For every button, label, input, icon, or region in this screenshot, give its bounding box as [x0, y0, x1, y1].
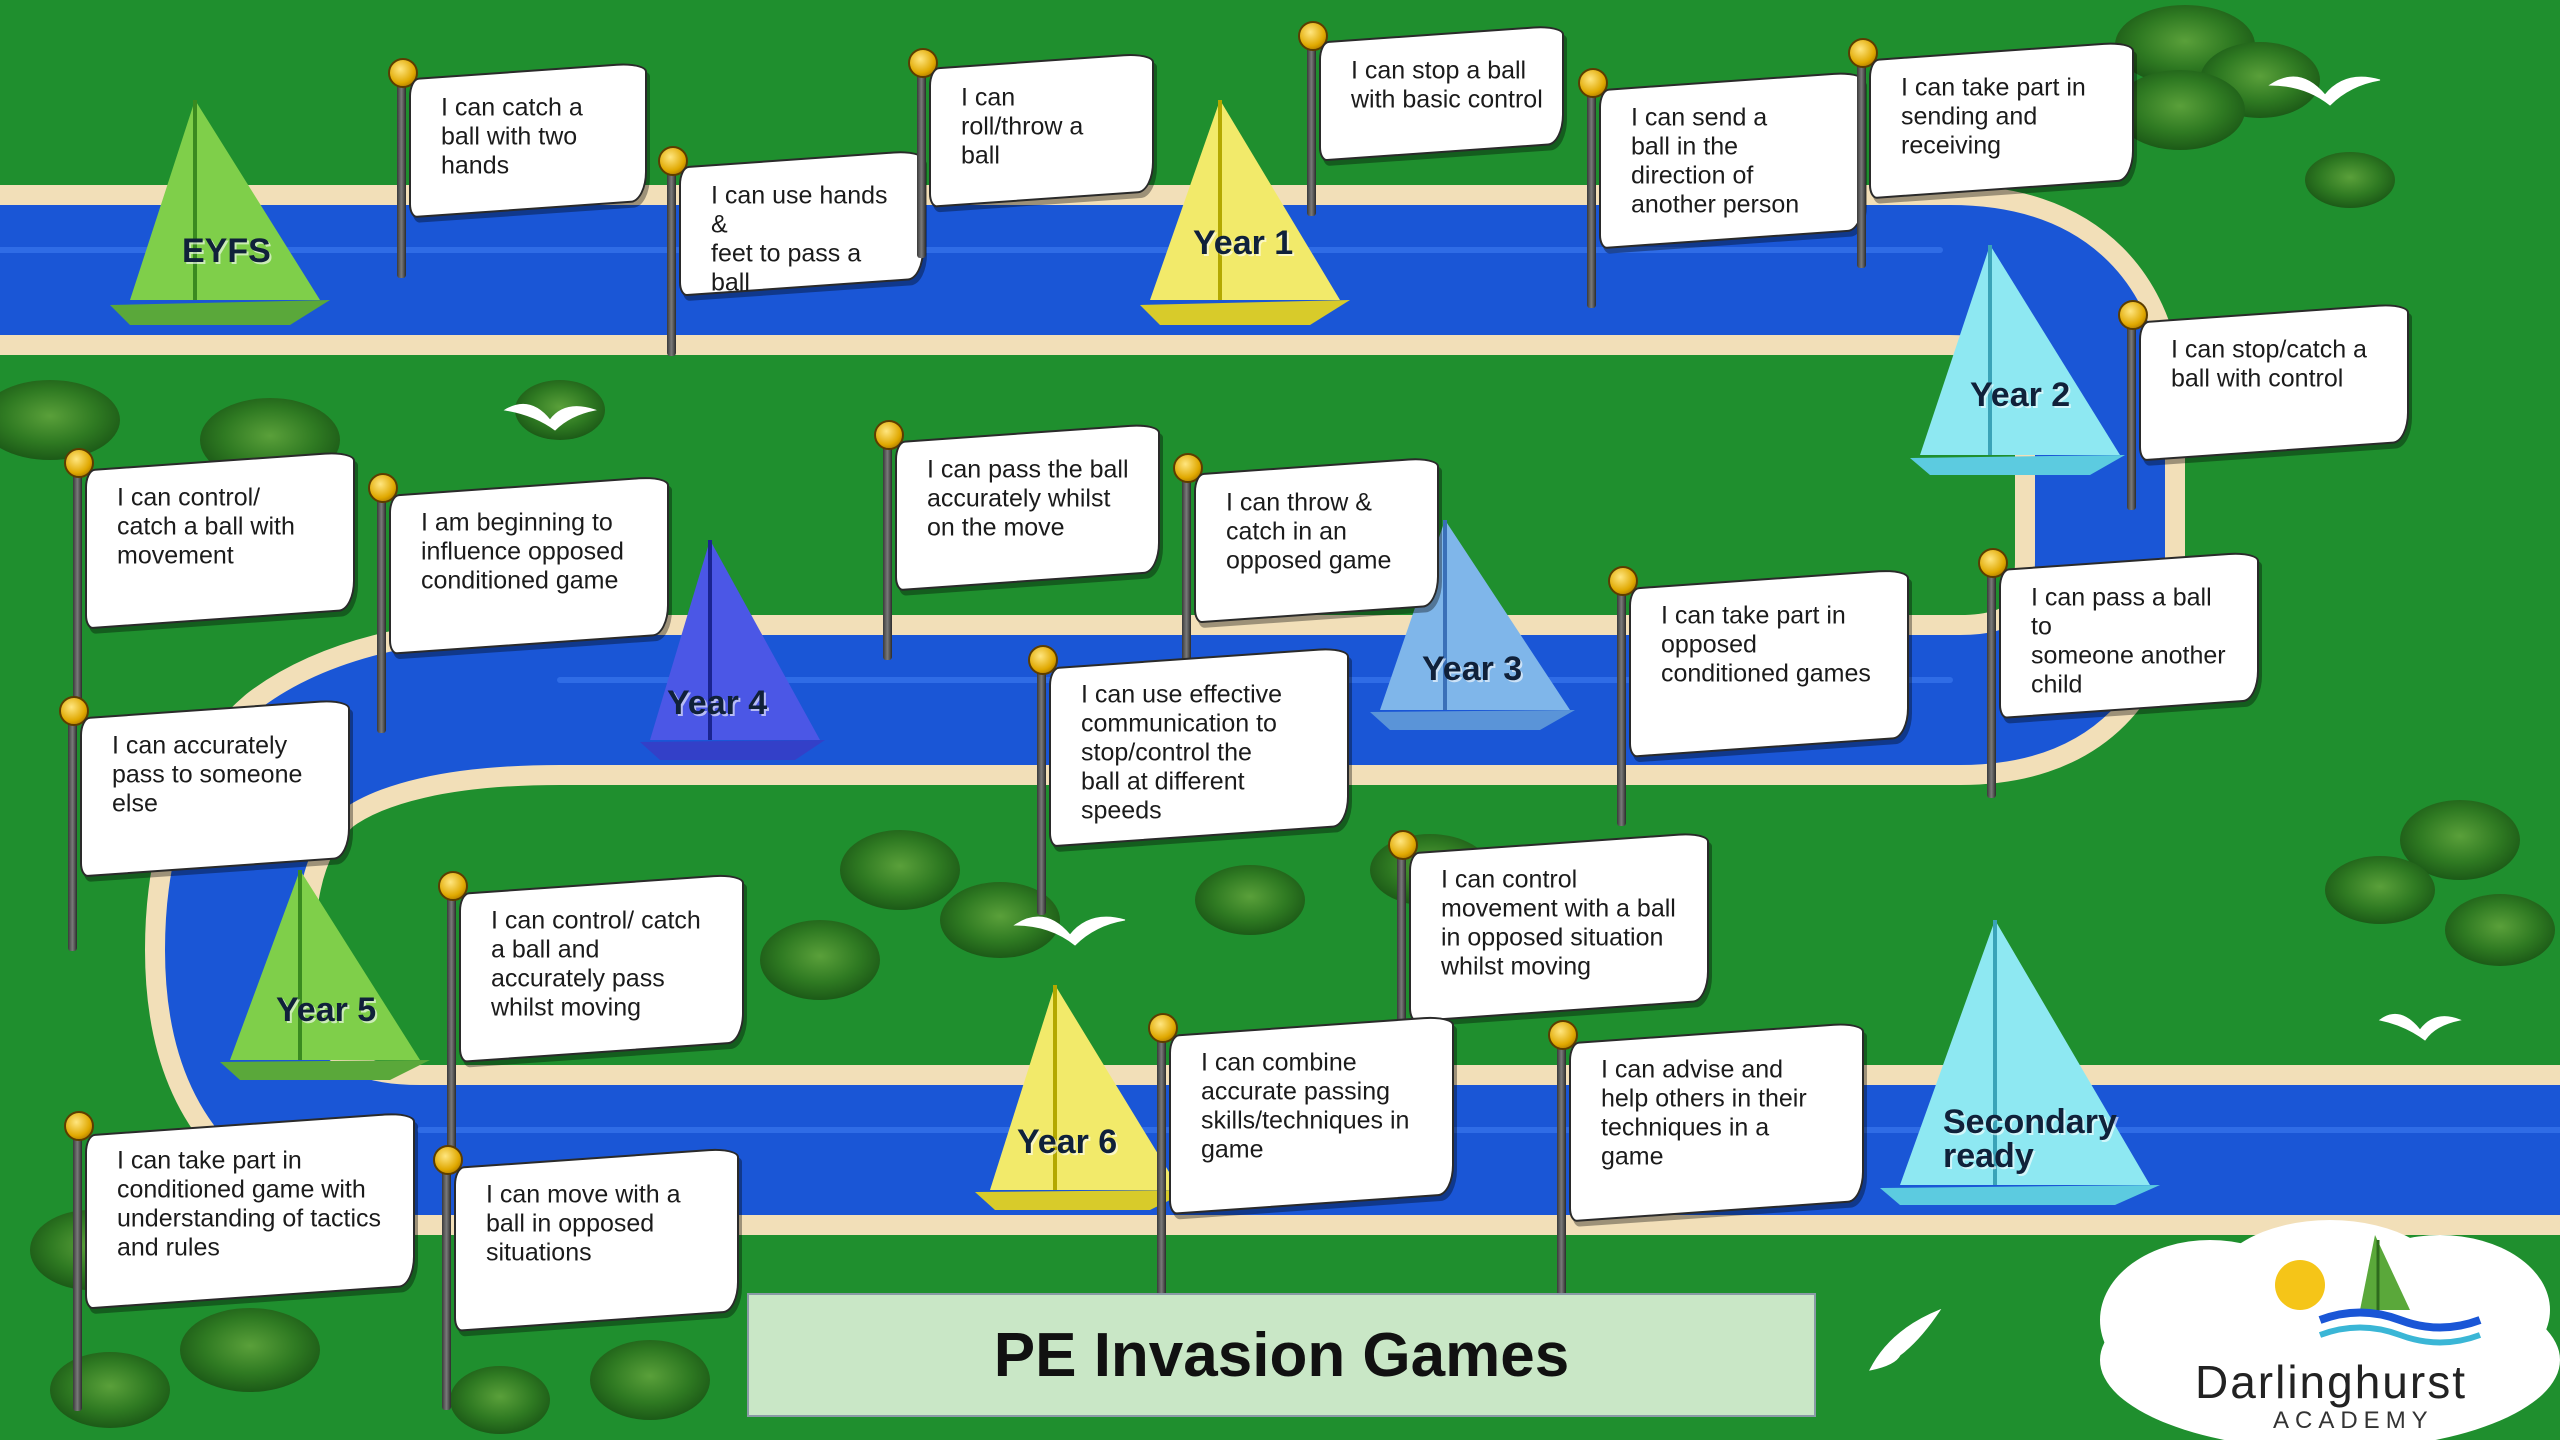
sailboat-year-3	[1370, 520, 1575, 730]
flag-text: I can control/ catch a ball and accurate…	[491, 906, 701, 1022]
flag-knob-icon	[1548, 1020, 1578, 1050]
seagulls	[503, 76, 2462, 1371]
boat-label-year-3: Year 3	[1422, 650, 1523, 688]
logo-cloud	[2100, 1220, 2560, 1440]
sailboat-secondary-ready	[1880, 920, 2160, 1205]
sailboat-year-1	[1140, 100, 1350, 325]
flag-text: I can accurately pass to someone else	[112, 731, 303, 818]
sailboat-year-5	[220, 870, 430, 1080]
boat-label-year-4: Year 4	[667, 684, 768, 722]
flag-text: I can move with a ball in opposed situat…	[486, 1180, 681, 1267]
flag-text: I can combine accurate passing skills/te…	[1201, 1048, 1410, 1164]
flag-knob-icon	[433, 1145, 463, 1175]
sailboat-year-4	[640, 540, 825, 760]
flag-text: I can send a ball in the direction of an…	[1631, 103, 1800, 219]
boat-label-secondary-ready: Secondary ready	[1943, 1103, 2117, 1175]
sailboat-year-6	[975, 985, 1190, 1210]
logo-name: Darlinghurst	[2195, 1356, 2467, 1408]
logo-subtitle: ACADEMY	[2273, 1407, 2434, 1434]
flag-text: I can take part in opposed conditioned g…	[1661, 601, 1871, 688]
flag-text: I can roll/throw a ball	[961, 83, 1084, 170]
flag-knob-icon	[658, 146, 688, 176]
sun-icon	[2275, 1260, 2325, 1310]
flag-text: I can advise and help others in their te…	[1601, 1055, 1807, 1171]
page-title-box: PE Invasion Games	[747, 1293, 1816, 1417]
sailboats	[110, 100, 2160, 1210]
page-title: PE Invasion Games	[993, 1320, 1570, 1390]
boat-label-year-2: Year 2	[1970, 376, 2071, 414]
flag-text: I can use hands & feet to pass a ball	[711, 181, 888, 297]
flag-text: I can control/ catch a ball with movemen…	[117, 483, 295, 570]
sailboat-eyfs	[110, 100, 330, 325]
flag-text: I can take part in conditioned game with…	[117, 1146, 382, 1262]
flag-text: I can use effective communication to sto…	[1081, 680, 1283, 825]
boat-label-year-1: Year 1	[1193, 224, 1294, 262]
flag-text: I can throw & catch in an opposed game	[1226, 488, 1392, 575]
flag-text: I am beginning to influence opposed cond…	[421, 508, 624, 595]
boat-label-year-5: Year 5	[276, 991, 377, 1029]
boat-label-eyfs: EYFS	[182, 232, 271, 270]
boat-label-year-6: Year 6	[1017, 1123, 1118, 1161]
flag-text: I can stop a ball with basic control	[1351, 56, 1543, 114]
flag-text: I can stop/catch a ball with control	[2171, 335, 2367, 393]
flag-text: I can pass the ball accurately whilst on…	[927, 455, 1129, 542]
flag-text: I can take part in sending and receiving	[1901, 73, 2086, 160]
school-logo: Darlinghurst ACADEMY	[2095, 1225, 2560, 1440]
sailboat-year-2	[1910, 245, 2125, 475]
flag-knob-icon	[368, 473, 398, 503]
flag-text: I can catch a ball with two hands	[441, 93, 583, 180]
flag-text: I can pass a ball to someone another chi…	[2031, 583, 2226, 699]
flag-text: I can control movement with a ball in op…	[1441, 865, 1676, 981]
